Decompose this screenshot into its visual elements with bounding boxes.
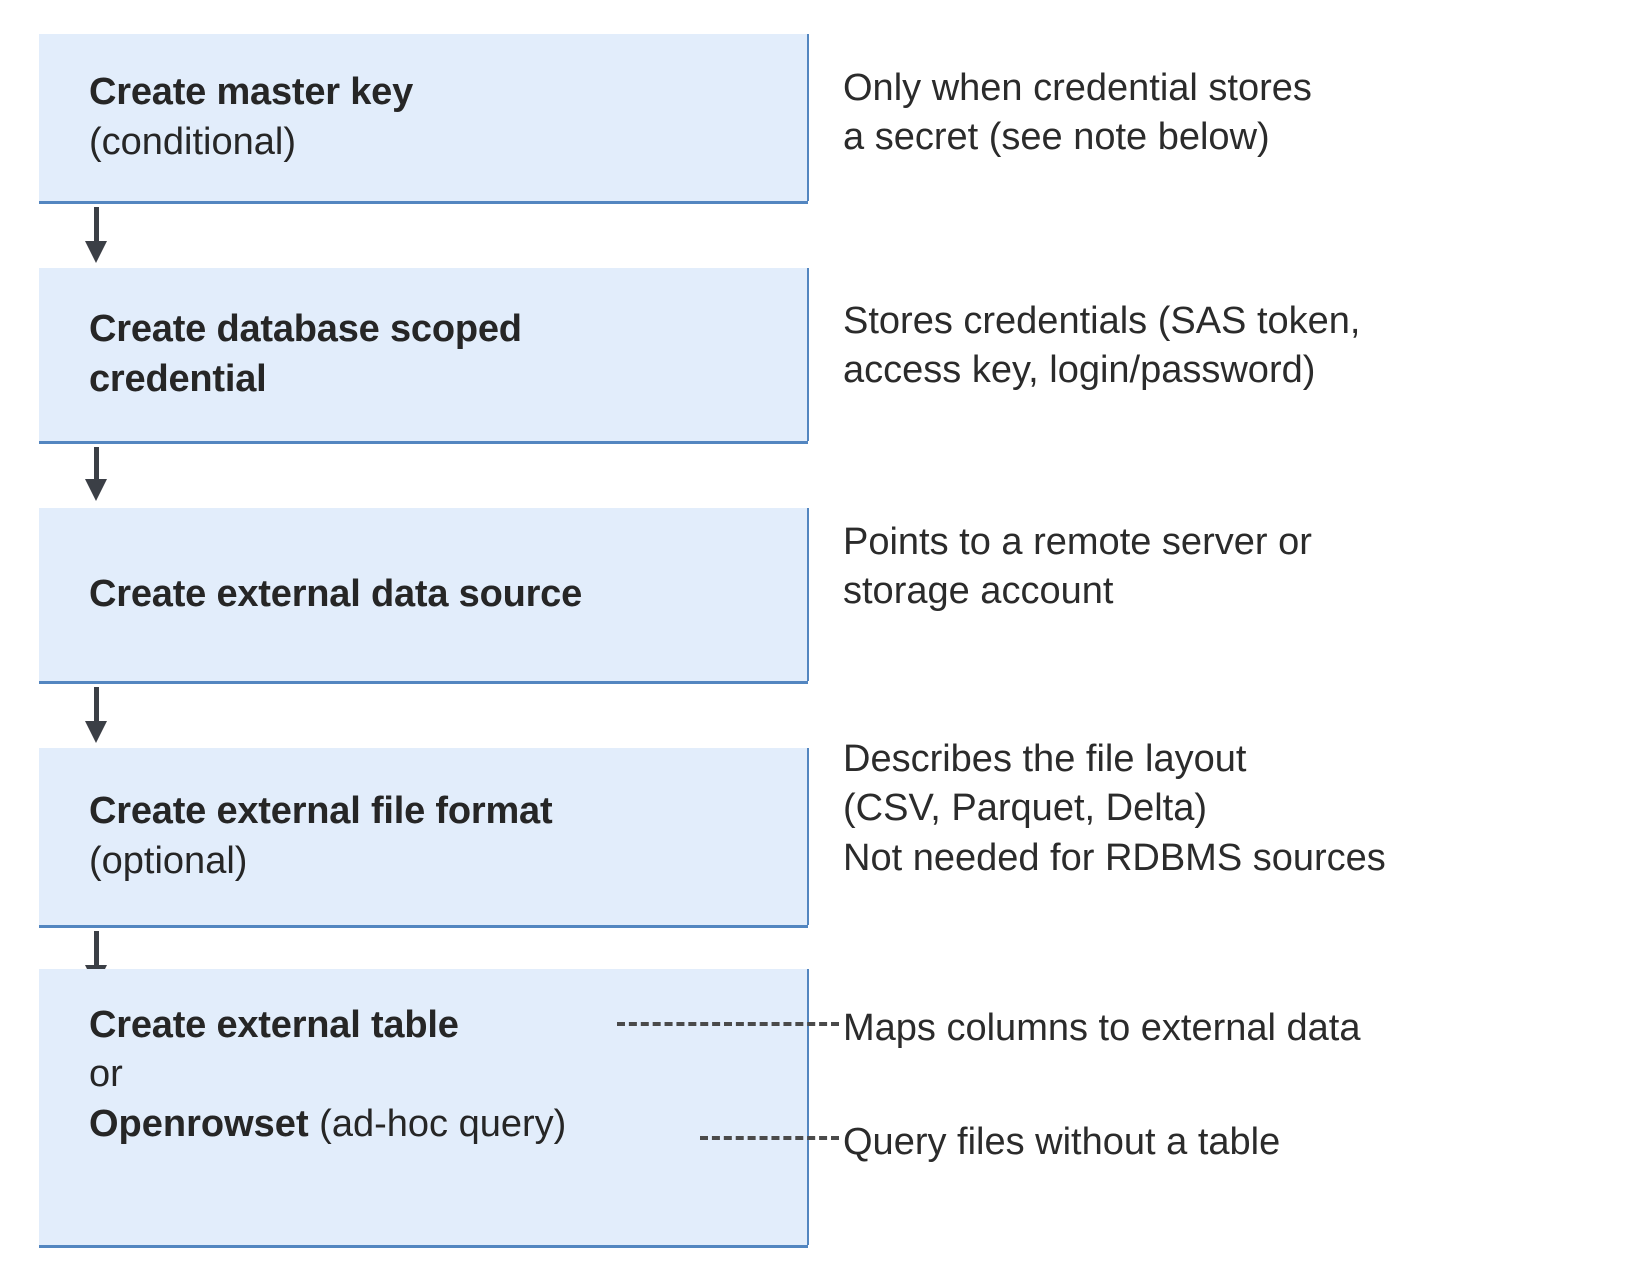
openrowset-label: Openrowset xyxy=(89,1102,309,1145)
box-right-edge xyxy=(807,508,809,681)
step-or-connector: or xyxy=(89,1053,123,1096)
step-box-text: Create master key (conditional) xyxy=(39,68,808,167)
arrow-1-to-2 xyxy=(85,207,107,263)
arrow-shaft xyxy=(94,447,99,481)
note-create-external-table: Maps columns to external data xyxy=(843,1004,1361,1053)
step-title: Create database scoped xyxy=(89,308,522,351)
step-title-cont: credential xyxy=(89,357,267,400)
step-box-create-external-file-format: Create external file format (optional) xyxy=(39,748,809,928)
arrow-3-to-4 xyxy=(85,687,107,745)
note-openrowset: Query files without a table xyxy=(843,1118,1280,1167)
arrow-head xyxy=(85,479,107,501)
step-title-openrowset: Openrowset (ad-hoc query) xyxy=(89,1100,794,1149)
box-right-edge xyxy=(807,969,809,1245)
openrowset-qualifier: (ad-hoc query) xyxy=(308,1102,567,1145)
note-line: Stores credentials (SAS token, xyxy=(843,300,1361,342)
box-right-edge xyxy=(807,34,809,201)
arrow-head xyxy=(85,241,107,263)
arrow-head xyxy=(85,721,107,743)
step-title: Create master key xyxy=(89,71,414,114)
box-right-edge xyxy=(807,268,809,441)
arrow-shaft xyxy=(94,931,99,967)
step-box-text: Create external file format (optional) xyxy=(39,787,808,886)
note-create-master-key: Only when credential stores a secret (se… xyxy=(843,64,1312,163)
note-line: storage account xyxy=(843,570,1114,613)
step-box-text: Create database scoped credential xyxy=(39,305,808,404)
step-subtitle: (conditional) xyxy=(89,120,296,163)
step-box-create-external-data-source: Create external data source xyxy=(39,508,809,684)
arrow-2-to-3 xyxy=(85,447,107,503)
note-line: a secret (see note below) xyxy=(843,116,1270,159)
note-line: Points to a remote server or xyxy=(843,521,1312,563)
note-create-database-scoped-credential: Stores credentials (SAS token, access ke… xyxy=(843,297,1360,396)
step-title-external-table: Create external table xyxy=(89,1004,459,1046)
box-right-edge xyxy=(807,748,809,925)
note-create-external-file-format: Describes the file layout (CSV, Parquet,… xyxy=(843,735,1386,883)
step-box-create-database-scoped-credential: Create database scoped credential xyxy=(39,268,809,444)
arrow-shaft xyxy=(94,687,99,723)
dashed-connector-external-table xyxy=(617,1022,839,1026)
note-line: Maps columns to external data xyxy=(843,1007,1361,1049)
step-box-text: Create external data source xyxy=(39,570,808,619)
note-line: Only when credential stores xyxy=(843,67,1312,109)
step-box-text: Create external table or Openrowset (ad-… xyxy=(39,969,808,1149)
note-line: (CSV, Parquet, Delta) xyxy=(843,787,1207,830)
note-line: access key, login/password) xyxy=(843,349,1316,392)
step-subtitle: (optional) xyxy=(89,839,248,882)
step-box-create-master-key: Create master key (conditional) xyxy=(39,34,809,204)
note-create-external-data-source: Points to a remote server or storage acc… xyxy=(843,518,1312,617)
note-line: Query files without a table xyxy=(843,1121,1281,1163)
step-title: Create external file format xyxy=(89,790,553,833)
note-line: Not needed for RDBMS sources xyxy=(843,836,1386,879)
step-title: Create external data source xyxy=(89,572,583,615)
step-box-create-external-table-or-openrowset: Create external table or Openrowset (ad-… xyxy=(39,969,809,1248)
dashed-connector-openrowset xyxy=(700,1136,839,1140)
note-line: Describes the file layout xyxy=(843,738,1247,780)
arrow-shaft xyxy=(94,207,99,243)
